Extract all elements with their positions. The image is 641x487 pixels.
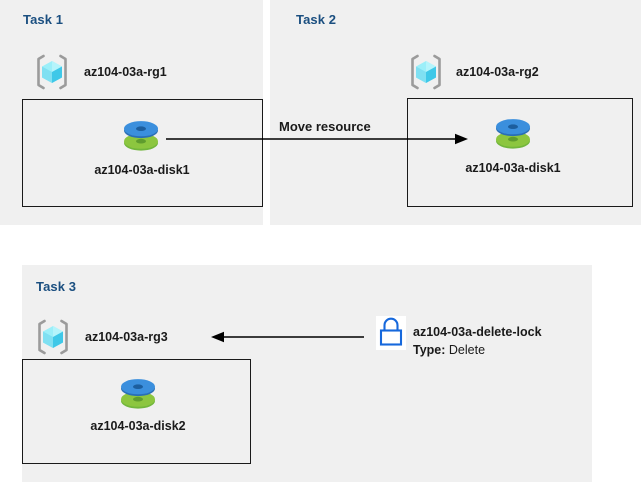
task1-resource-label: az104-03a-disk1 bbox=[94, 163, 190, 177]
lock-type-value: Delete bbox=[448, 343, 486, 357]
task2-resource-box bbox=[407, 98, 633, 207]
task1-panel bbox=[0, 0, 263, 225]
task3-resource-group-label: az104-03a-rg3 bbox=[85, 330, 168, 344]
lock-icon bbox=[376, 316, 406, 350]
lock-name-label: az104-03a-delete-lock bbox=[413, 325, 542, 339]
task1-resource-group-label: az104-03a-rg1 bbox=[84, 65, 167, 79]
lock-type-label: Type: Delete bbox=[413, 343, 485, 357]
managed-disk-icon bbox=[117, 372, 159, 414]
managed-disk-icon bbox=[120, 114, 162, 156]
resource-group-icon bbox=[34, 318, 72, 356]
task2-panel bbox=[270, 0, 641, 225]
task3-resource-label: az104-03a-disk2 bbox=[90, 419, 186, 433]
task1-title: Task 1 bbox=[23, 12, 64, 27]
task3-title: Task 3 bbox=[36, 279, 77, 294]
task2-title: Task 2 bbox=[296, 12, 337, 27]
resource-group-icon bbox=[33, 53, 71, 91]
managed-disk-icon bbox=[492, 112, 534, 154]
move-resource-arrow bbox=[166, 130, 470, 148]
resource-group-icon bbox=[407, 53, 445, 91]
task3-panel bbox=[22, 265, 592, 482]
lock-type-key: Type: bbox=[413, 343, 446, 357]
lock-applies-to-rg-arrow bbox=[210, 328, 365, 346]
move-resource-arrow-label: Move resource bbox=[279, 119, 371, 134]
task2-resource-label: az104-03a-disk1 bbox=[465, 161, 561, 175]
task2-resource-group-label: az104-03a-rg2 bbox=[456, 65, 539, 79]
task3-resource-box bbox=[22, 359, 251, 464]
task1-resource-box bbox=[22, 99, 263, 207]
